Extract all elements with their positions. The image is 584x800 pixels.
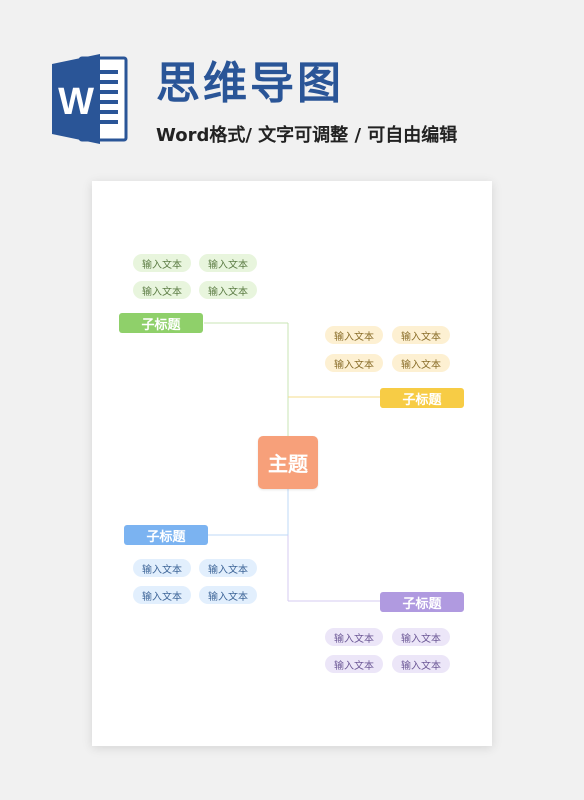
text-pill-green-1[interactable]: 输入文本 xyxy=(133,254,191,272)
text-pill-blue-2[interactable]: 输入文本 xyxy=(199,559,257,577)
mindmap-center-topic[interactable]: 主题 xyxy=(258,436,318,489)
subtopic-blue[interactable]: 子标题 xyxy=(124,525,208,545)
text-pill-yellow-2[interactable]: 输入文本 xyxy=(392,326,450,344)
subtopic-purple[interactable]: 子标题 xyxy=(380,592,464,612)
text-pill-yellow-3[interactable]: 输入文本 xyxy=(325,354,383,372)
text-pill-yellow-1[interactable]: 输入文本 xyxy=(325,326,383,344)
text-pill-purple-3[interactable]: 输入文本 xyxy=(325,655,383,673)
logo-letter: W xyxy=(58,81,94,123)
text-pill-purple-1[interactable]: 输入文本 xyxy=(325,628,383,646)
text-pill-purple-2[interactable]: 输入文本 xyxy=(392,628,450,646)
page-title: 思维导图 xyxy=(156,58,344,109)
text-pill-blue-4[interactable]: 输入文本 xyxy=(199,586,257,604)
text-pill-blue-3[interactable]: 输入文本 xyxy=(133,586,191,604)
subtopic-yellow[interactable]: 子标题 xyxy=(380,388,464,408)
text-pill-purple-4[interactable]: 输入文本 xyxy=(392,655,450,673)
subtopic-green[interactable]: 子标题 xyxy=(119,313,203,333)
text-pill-yellow-4[interactable]: 输入文本 xyxy=(392,354,450,372)
text-pill-green-3[interactable]: 输入文本 xyxy=(133,281,191,299)
word-logo-icon: W xyxy=(52,54,128,144)
text-pill-green-2[interactable]: 输入文本 xyxy=(199,254,257,272)
text-pill-green-4[interactable]: 输入文本 xyxy=(199,281,257,299)
text-pill-blue-1[interactable]: 输入文本 xyxy=(133,559,191,577)
page-subtitle: Word格式/ 文字可调整 / 可自由编辑 xyxy=(156,125,458,146)
